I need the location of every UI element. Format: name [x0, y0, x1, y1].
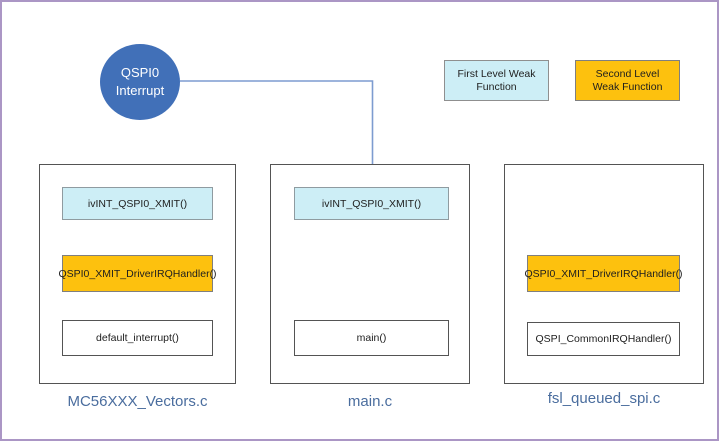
interrupt-node-line1: QSPI0 — [120, 65, 160, 80]
legend-second-level-weak: Second Level Weak Function — [575, 60, 680, 101]
fn-box-qspi0-xmit-driverirqhandler-fsl: QSPI0_XMIT_DriverIRQHandler() — [524, 255, 683, 292]
fn-box-ivint-qspi0-xmit-main: ivINT_QSPI0_XMIT() — [294, 187, 449, 220]
fn-box-qspi-commonirqhandler: QSPI_CommonIRQHandler() — [527, 322, 680, 356]
interrupt-node-line2: Interrupt — [115, 83, 165, 98]
file-label-fsl-queued-spi: fsl_queued_spi.c — [547, 390, 661, 407]
fn-box-qspi0-xmit-driverirqhandler-vectors: QSPI0_XMIT_DriverIRQHandler() — [58, 255, 217, 292]
qspi0-interrupt-node: QSPI0 Interrupt — [100, 44, 180, 120]
file-label-mc56xxx-vectors: MC56XXX_Vectors.c — [67, 393, 208, 410]
fn-box-default-interrupt: default_interrupt() — [62, 320, 213, 356]
file-label-main: main.c — [347, 393, 393, 410]
legend-first-level-weak: First Level Weak Function — [444, 60, 549, 101]
fn-box-ivint-qspi0-xmit-vectors: ivINT_QSPI0_XMIT() — [62, 187, 213, 220]
fn-box-main: main() — [294, 320, 449, 356]
